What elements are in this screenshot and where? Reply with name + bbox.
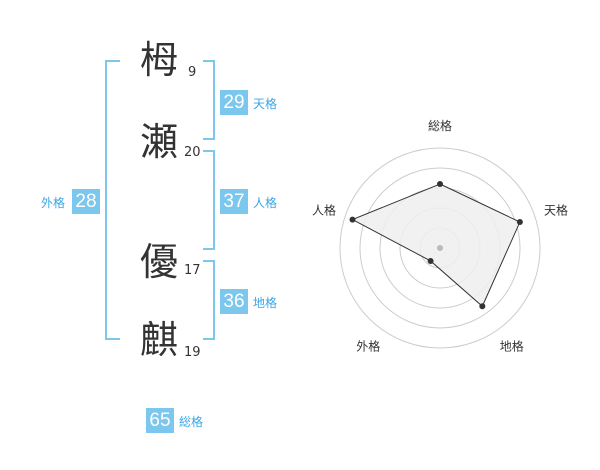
radar-point-2 [516, 219, 523, 226]
jinkaku-label: 人格 [253, 196, 278, 210]
stroke-count-4: 19 [184, 345, 201, 360]
radar-axis-label-2: 天格 [544, 202, 568, 217]
tenkaku-label: 天格 [253, 97, 278, 111]
tenkaku-score-badge: 29 [220, 90, 248, 115]
radar-center-dot [437, 245, 443, 251]
radar-axis-label-5: 人格 [312, 202, 336, 217]
stroke-count-2: 20 [184, 145, 201, 160]
name-char-3: 優 [140, 240, 179, 284]
radar-grid-ring [359, 167, 521, 329]
radar-axis-label-1: 総格 [428, 118, 452, 133]
soukaku-label: 総格 [179, 415, 204, 429]
stroke-count-1: 9 [188, 65, 197, 80]
gaikaku-score-badge: 28 [72, 189, 100, 214]
stroke-count-3: 17 [184, 263, 201, 278]
radar-point-3 [479, 303, 486, 310]
jinkaku-bracket [203, 150, 215, 250]
gaikaku-label: 外格 [41, 196, 66, 210]
soukaku-score-badge: 65 [146, 408, 174, 433]
name-char-2: 瀬 [140, 120, 179, 164]
chikaku-bracket [203, 260, 215, 340]
gaikaku-bracket [105, 60, 120, 340]
radar-point-5 [349, 216, 356, 223]
radar-point-4 [427, 257, 434, 264]
radar-data-polygon [351, 183, 521, 308]
name-char-4: 麒 [140, 318, 179, 362]
tenkaku-bracket [203, 60, 215, 140]
chikaku-label: 地格 [253, 296, 278, 310]
radar-axis-label-4: 外格 [356, 339, 380, 354]
radar-grid-ring [339, 147, 541, 349]
jinkaku-score-badge: 37 [220, 189, 248, 214]
radar-axis-label-3: 地格 [500, 339, 524, 354]
chikaku-score-badge: 36 [220, 289, 248, 314]
radar-point-1 [437, 181, 443, 187]
name-char-1: 栂 [140, 38, 179, 82]
